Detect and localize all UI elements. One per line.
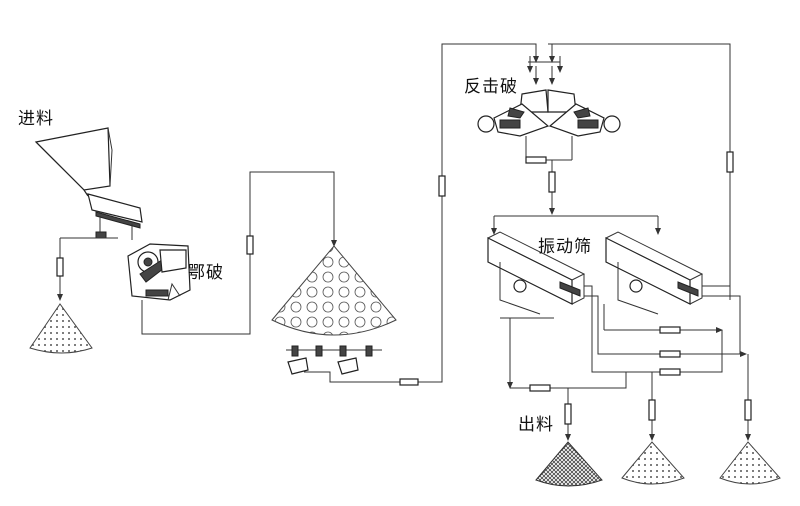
vibrating-screen-label: 振动筛 [538, 237, 592, 257]
impact-crusher [477, 89, 621, 137]
feed-hopper [34, 127, 113, 197]
jaw-crusher-label: 鄂破 [188, 263, 224, 283]
product-pile-1 [535, 441, 603, 487]
feed-label: 进料 [18, 109, 54, 129]
impact-crusher-label: 反击破 [464, 77, 518, 97]
product-pile-2 [621, 441, 685, 485]
vibrating-screen-left [487, 231, 586, 315]
stockpile-center [271, 245, 397, 336]
output-label: 出料 [518, 415, 554, 435]
product-pile-3 [719, 441, 781, 485]
vibrating-feeder [87, 193, 143, 240]
jaw-crusher [127, 243, 191, 301]
stockpile-left [29, 303, 93, 354]
vibrating-screen-right [605, 231, 704, 315]
pile-feeders [286, 345, 382, 375]
